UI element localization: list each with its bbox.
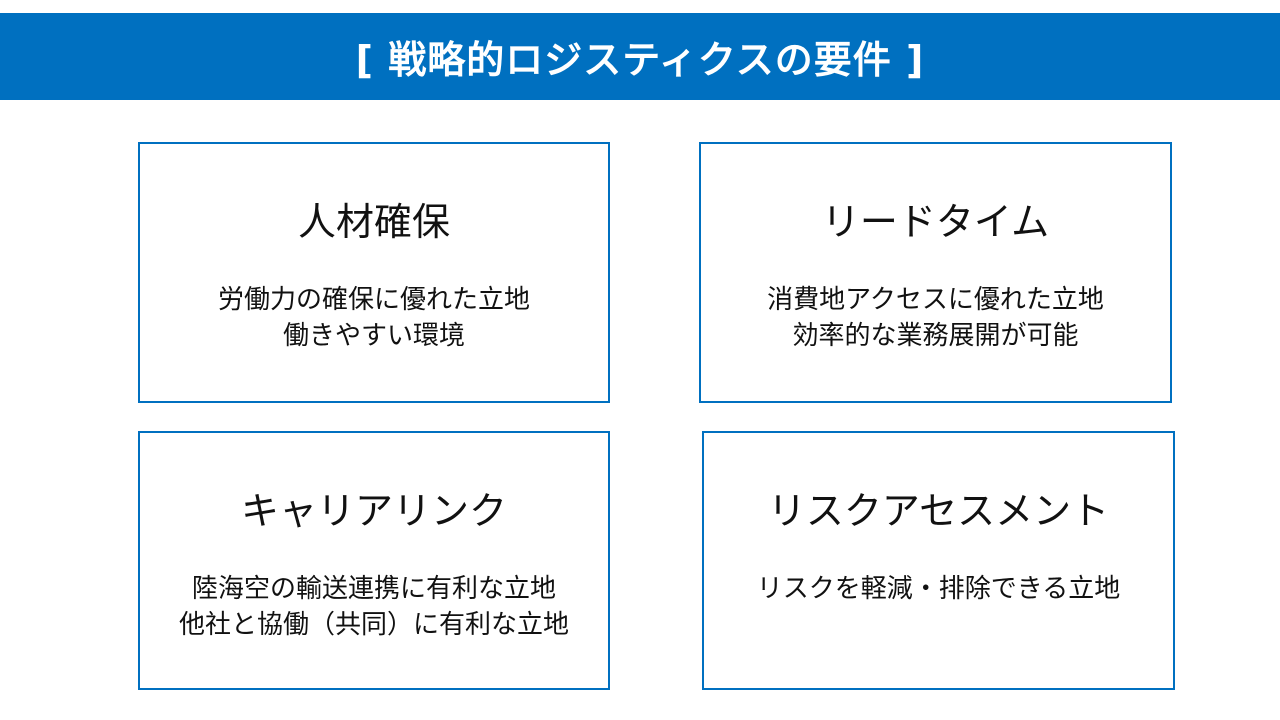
card-heading: リスクアセスメント (767, 489, 1110, 533)
card-body: リスクを軽減・排除できる立地 (704, 571, 1173, 607)
title-banner: [ 戦略的ロジスティクスの要件 ] (0, 13, 1280, 100)
card-body: 労働力の確保に優れた立地 働きやすい環境 (140, 282, 608, 354)
card-body: 陸海空の輸送連携に有利な立地 他社と協働（共同）に有利な立地 (140, 571, 608, 643)
card-body: 消費地アクセスに優れた立地 効率的な業務展開が可能 (701, 282, 1170, 354)
card-body-line: 他社と協働（共同）に有利な立地 (178, 610, 569, 640)
card-carrier-link: キャリアリンク 陸海空の輸送連携に有利な立地 他社と協働（共同）に有利な立地 (138, 431, 610, 690)
card-body-line: 陸海空の輸送連携に有利な立地 (191, 574, 556, 604)
card-heading: リードタイム (821, 200, 1050, 244)
card-body-line: 労働力の確保に優れた立地 (217, 285, 530, 315)
card-body-line: リスクを軽減・排除できる立地 (756, 574, 1121, 604)
page-title: [ 戦略的ロジスティクスの要件 ] (355, 38, 925, 82)
card-heading: 人材確保 (297, 200, 450, 244)
card-human-resources: 人材確保 労働力の確保に優れた立地 働きやすい環境 (138, 142, 610, 403)
card-body-line: 効率的な業務展開が可能 (792, 321, 1079, 351)
card-body-line: 消費地アクセスに優れた立地 (767, 285, 1104, 315)
card-heading: キャリアリンク (240, 489, 507, 533)
card-body-line: 働きやすい環境 (282, 321, 465, 351)
card-risk-assessment: リスクアセスメント リスクを軽減・排除できる立地 (702, 431, 1175, 690)
card-lead-time: リードタイム 消費地アクセスに優れた立地 効率的な業務展開が可能 (699, 142, 1172, 403)
